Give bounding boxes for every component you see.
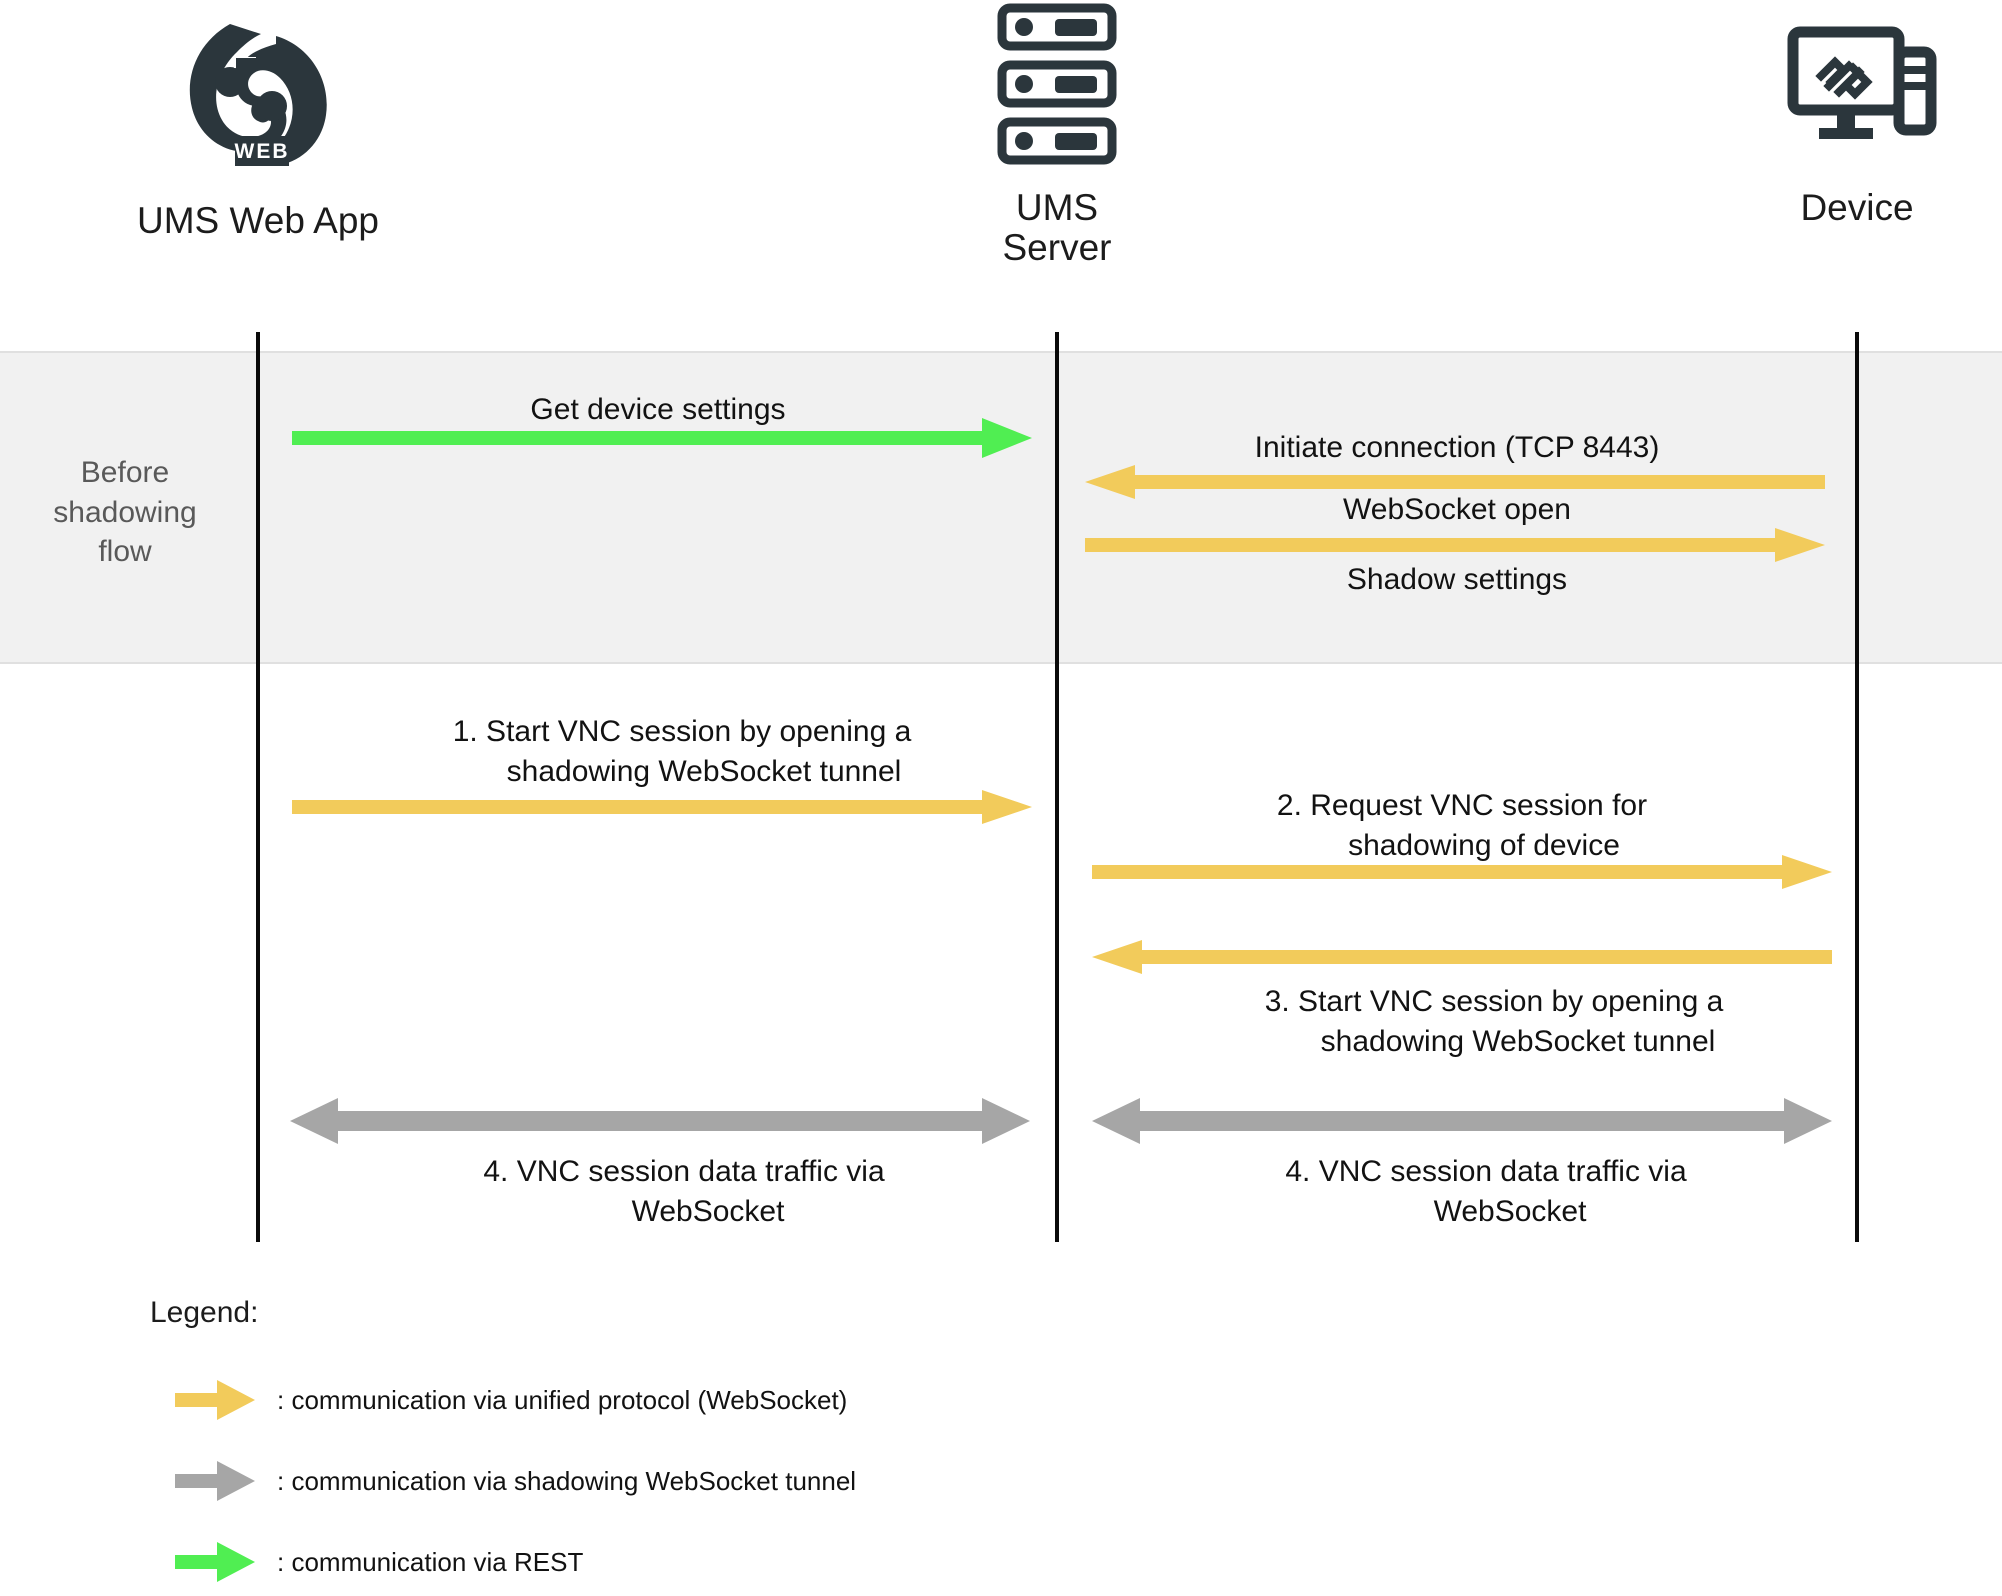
- message-label-start-vnc-session-web-app: 1. Start VNC session by opening a shadow…: [452, 715, 912, 789]
- message-arrow-start-vnc-session-web-app: [292, 790, 1032, 824]
- message-arrow-get-device-settings: [292, 418, 1032, 458]
- participant-ums-server: UMS Server: [847, 0, 1267, 268]
- before-shadowing-band-label: Before shadowing flow: [53, 456, 197, 569]
- message-arrow-websocket-open: [1085, 528, 1825, 562]
- participant-label-ums-server: UMS Server: [1002, 187, 1112, 268]
- message-label-vnc-data-traffic-right: 4. VNC session data traffic via WebSocke…: [1285, 1155, 1687, 1229]
- legend-text-shadow-tunnel: : communication via shadowing WebSocket …: [277, 1465, 857, 1496]
- message-label-get-device-settings: Get device settings: [530, 393, 786, 426]
- lifeline-ums-web-app: [256, 332, 260, 1242]
- lifeline-ums-server: [1055, 332, 1059, 1242]
- legend-item-websocket: : communication via unified protocol (We…: [175, 1380, 847, 1420]
- message-arrow-initiate-connection: [1085, 465, 1825, 499]
- legend-item-shadow-tunnel: : communication via shadowing WebSocket …: [175, 1461, 856, 1501]
- message-arrow-request-vnc-session: [1092, 855, 1832, 889]
- message-label-websocket-open: WebSocket open: [1343, 493, 1571, 526]
- participant-label-device: Device: [1800, 187, 1914, 228]
- legend-text-rest: : communication via REST: [277, 1546, 584, 1577]
- ums-web-logo-icon: WEB: [48, 8, 468, 193]
- message-arrow-vnc-data-traffic-right: [1092, 1098, 1832, 1144]
- message-arrow-start-vnc-session-device: [1092, 940, 1832, 974]
- desktop-computer-icon: [1647, 10, 2002, 180]
- before-shadowing-band: [0, 351, 2002, 664]
- participant-ums-web-app: WEB UMS Web App: [48, 8, 468, 241]
- participant-device: Device: [1647, 10, 2002, 228]
- svg-text:WEB: WEB: [235, 140, 290, 163]
- legend-title: Legend:: [150, 1296, 259, 1329]
- server-rack-icon: [847, 0, 1267, 180]
- legend-arrow-shadow-tunnel-icon: [175, 1461, 255, 1501]
- legend-item-rest: : communication via REST: [175, 1542, 583, 1582]
- message-label-initiate-connection: Initiate connection (TCP 8443): [1254, 431, 1660, 464]
- participant-label-ums-web-app: UMS Web App: [137, 200, 379, 241]
- message-label-shadow-settings: Shadow settings: [1346, 563, 1568, 596]
- message-label-vnc-data-traffic-left: 4. VNC session data traffic via WebSocke…: [483, 1155, 885, 1229]
- legend-arrow-websocket-icon: [175, 1380, 255, 1420]
- legend-arrow-rest-icon: [175, 1542, 255, 1582]
- legend-text-websocket: : communication via unified protocol (We…: [277, 1384, 848, 1415]
- message-label-start-vnc-session-device: 3. Start VNC session by opening a shadow…: [1264, 985, 1724, 1059]
- lifeline-device: [1855, 332, 1859, 1242]
- message-label-request-vnc-session: 2. Request VNC session for shadowing of …: [1276, 789, 1648, 863]
- message-arrow-vnc-data-traffic-left: [290, 1098, 1030, 1144]
